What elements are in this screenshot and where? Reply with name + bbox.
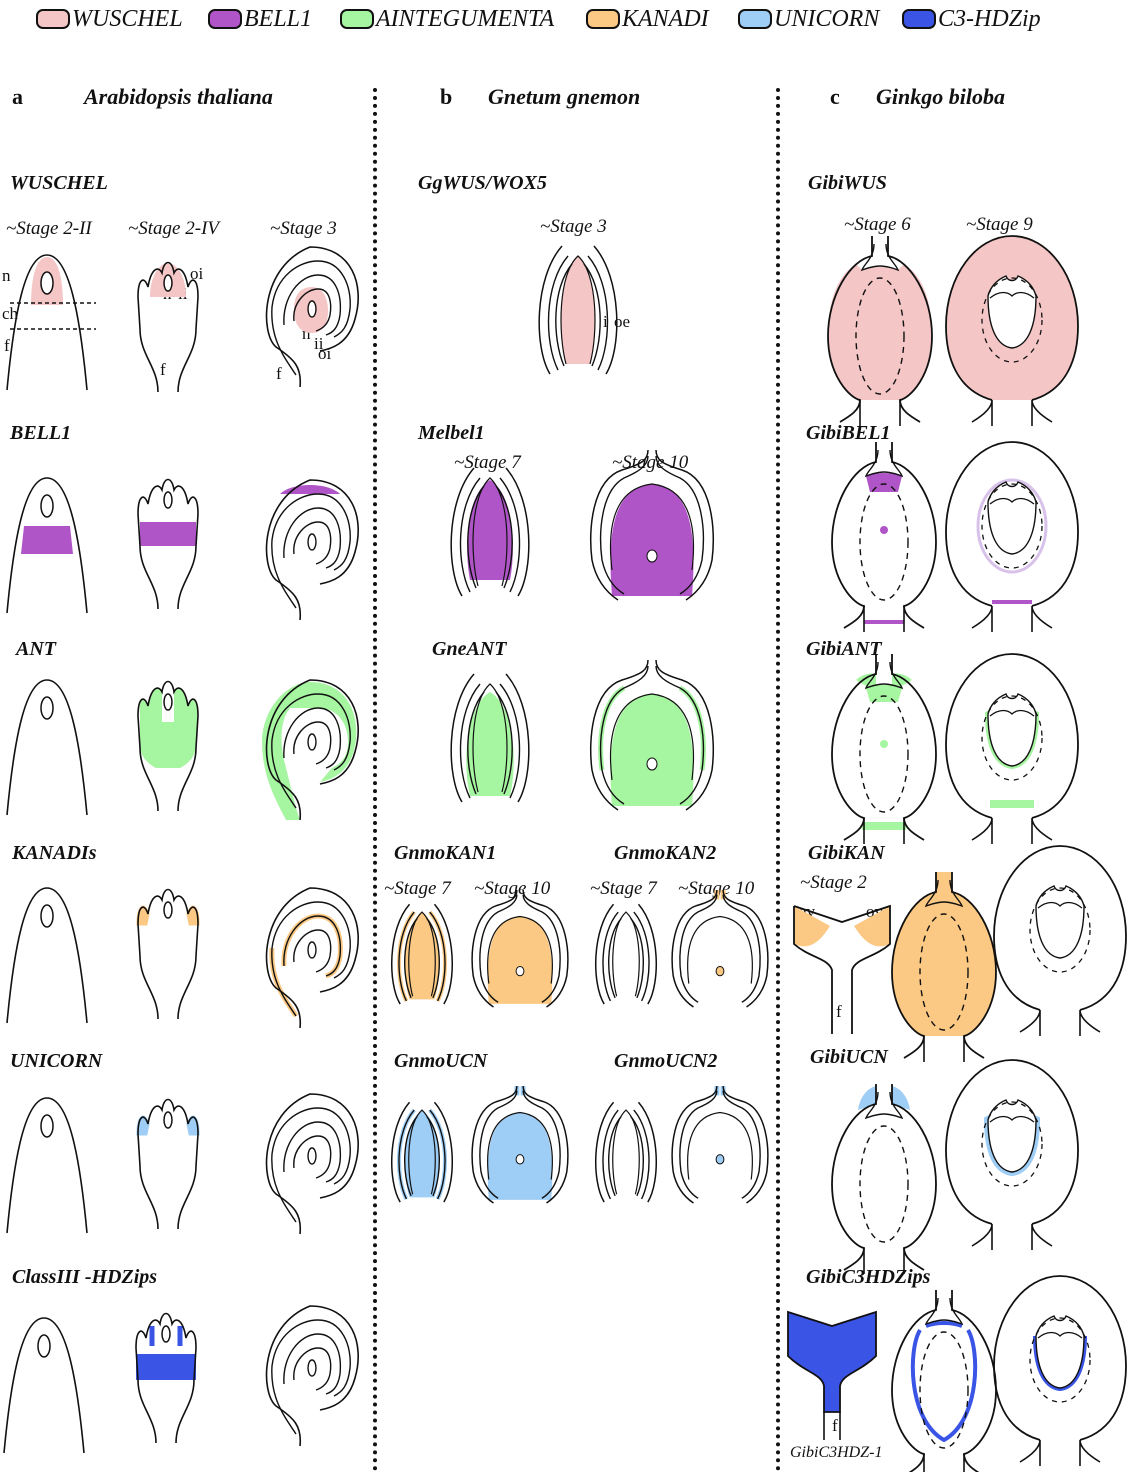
ovule-diagram [267,888,359,1028]
ovule-diagram [451,674,529,802]
ovule-diagram [794,906,890,1034]
ovule-diagram [138,890,198,1020]
ovule-diagram [7,680,87,815]
ovule-diagram [267,247,359,387]
ovule-diagram [7,255,87,390]
ovule-diagram [596,1102,657,1202]
ovule-diagram [262,680,358,820]
ovule-diagram [267,1306,359,1446]
ovule-diagram [138,1100,198,1230]
ovule-diagram [832,1084,936,1274]
ovule-diagram [946,442,1078,632]
ovule-diagram [7,1098,87,1233]
ovule-diagram [392,1102,453,1202]
ovule-diagram [392,904,453,1004]
ovule-diagram [267,1094,359,1234]
ovule-diagram [946,654,1078,844]
ovule-diagram [946,236,1078,426]
ovule-diagram [672,1086,768,1203]
ovule-diagram [136,1314,196,1444]
ovule-diagram [994,846,1126,1036]
ovule-diagram [788,1312,876,1440]
ovule-diagram [451,468,529,596]
ovule-diagram [832,654,936,844]
ovule-diagram [138,480,198,610]
ovule-diagram [472,890,568,1007]
ovule-diagram [892,1290,996,1472]
ovule-diagram [994,1276,1126,1466]
ovule-diagram [7,478,87,613]
ovule-diagram [267,480,359,620]
ovule-diagram [946,1060,1078,1250]
ovule-diagram [832,442,936,632]
ovule-diagram [138,263,198,393]
ovule-diagram [828,236,932,426]
ovule-diagram [892,872,996,1062]
ovule-diagram [672,890,768,1007]
ovule-diagram [472,1086,568,1203]
ovule-diagram [591,450,714,600]
ovule-diagram [596,904,657,1004]
ovule-diagram [7,888,87,1023]
ovule-diagram [539,246,617,374]
ovule-diagram [4,1318,84,1453]
ovule-diagram [591,660,714,810]
ovule-diagram [138,682,198,812]
